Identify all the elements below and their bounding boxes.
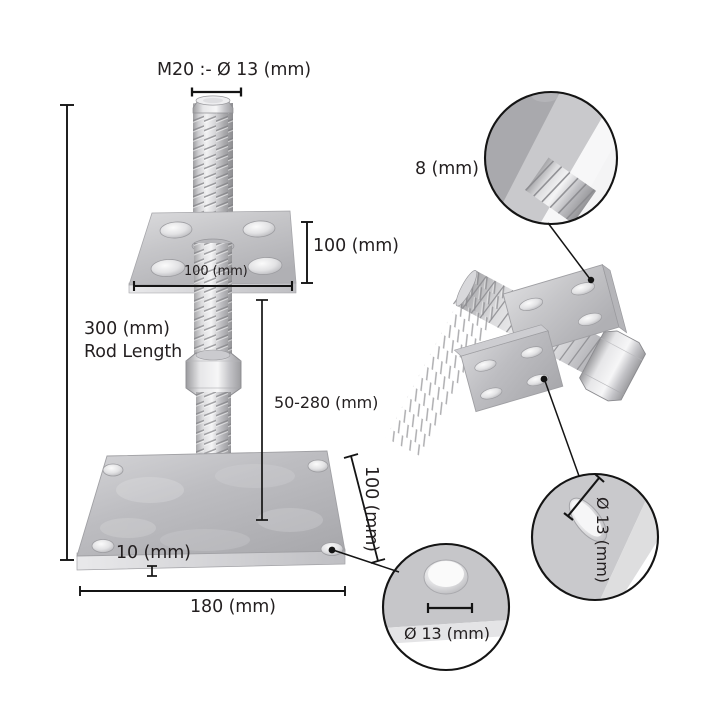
label-plate-thickness-detail: 8 (mm) — [415, 159, 479, 179]
detail-circle-plate-edge — [483, 90, 619, 284]
label-top-plate-width: 100 (mm) — [184, 264, 248, 279]
label-base-thickness: 10 (mm) — [116, 543, 191, 563]
exploded-hex-nut — [579, 330, 647, 402]
hex-adjuster-nut — [185, 349, 242, 396]
base-plate — [76, 450, 346, 571]
base-plate-holes — [91, 459, 344, 556]
exploded-assembly-view — [385, 263, 647, 457]
dim-top-plate-width — [132, 281, 294, 291]
label-hole-diameter-plate: Ø 13 (mm) — [593, 497, 612, 583]
dim-thread-diameter — [190, 87, 243, 97]
label-rod-length-value: 300 (mm) — [84, 319, 170, 339]
upper-threaded-rod — [192, 95, 234, 243]
label-base-depth: 100 (mm) — [361, 466, 381, 552]
label-hole-diameter-base: Ø 13 (mm) — [404, 624, 490, 643]
top-plate-holes — [150, 220, 283, 277]
dim-top-plate-depth — [301, 221, 313, 284]
label-base-width: 180 (mm) — [190, 597, 276, 617]
dimension-lines — [60, 87, 386, 596]
label-adjustment-range: 50-280 (mm) — [274, 393, 379, 412]
dim-rod-length — [60, 104, 74, 561]
label-thread-spec: M20 :- Ø 13 (mm) — [157, 60, 312, 80]
dim-base-thickness — [147, 565, 157, 577]
dim-base-width — [79, 586, 346, 596]
label-rod-length: 300 (mm) Rod Length — [84, 318, 182, 364]
detail-circle-plate-hole — [530, 375, 660, 602]
detail-circle-base-hole — [328, 542, 511, 672]
galvanised-texture — [100, 464, 323, 551]
exploded-plate-secondary — [453, 324, 564, 413]
label-rod-length-caption: Rod Length — [84, 341, 183, 362]
label-top-plate-depth: 100 (mm) — [313, 236, 399, 256]
mid-threaded-rod — [194, 243, 232, 359]
dim-base-depth — [343, 453, 386, 564]
dim-adjustment-range — [256, 299, 268, 521]
